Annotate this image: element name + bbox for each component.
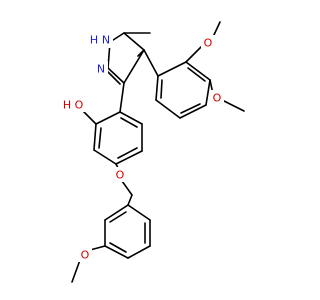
bond	[157, 61, 187, 77]
bond	[71, 259, 81, 283]
bond	[109, 211, 127, 223]
label-methoxy-top: O	[201, 35, 215, 50]
bond	[115, 150, 143, 165]
atom-n-2: N	[97, 63, 105, 76]
atom-o-methoxy-top: O	[204, 37, 213, 50]
bond	[127, 204, 151, 221]
bond	[93, 123, 97, 151]
bond	[127, 194, 133, 206]
bond	[179, 104, 207, 119]
bond	[98, 127, 102, 149]
bond	[160, 79, 163, 99]
bond	[95, 111, 121, 125]
bond	[93, 149, 117, 165]
atom-n-1: N	[102, 34, 110, 47]
bond	[185, 61, 211, 81]
molecule-canvas: H N N H O O O O O	[61, 21, 245, 283]
bond	[137, 49, 145, 57]
bond	[89, 245, 106, 251]
bond	[155, 75, 159, 101]
atom-h-nh: H	[90, 34, 98, 47]
methoxybenzyl-ring	[104, 204, 151, 259]
bond	[127, 245, 151, 259]
bond	[119, 82, 125, 113]
phenol-ring	[93, 111, 143, 165]
bond	[123, 49, 145, 84]
label-nh: H N	[89, 33, 113, 48]
atom-o-methoxy-right: O	[213, 92, 222, 105]
bond	[121, 180, 133, 196]
bond	[155, 99, 181, 119]
bond	[119, 111, 143, 125]
atom-h-oh: H	[63, 99, 71, 112]
bond	[107, 67, 125, 84]
bond	[120, 117, 138, 128]
bond	[123, 32, 145, 51]
bond	[180, 103, 201, 114]
label-oh: H O	[61, 97, 87, 112]
atom-o-ether: O	[116, 169, 125, 182]
bond	[187, 67, 206, 82]
atom-o-oh: O	[75, 99, 84, 112]
label-ether-o: O	[113, 167, 127, 182]
structure-drawing: H N N H O O O O O	[61, 21, 245, 283]
bond	[117, 147, 138, 159]
label-methoxy-bottom: O	[78, 247, 92, 262]
bond	[185, 46, 202, 63]
bond	[104, 245, 129, 259]
label-methoxy-right: O	[210, 90, 224, 105]
bond	[104, 204, 129, 221]
bond	[223, 100, 245, 112]
bond	[109, 242, 127, 253]
bond	[212, 21, 221, 38]
bond	[143, 49, 159, 77]
label-n2: N	[94, 61, 108, 76]
bond	[205, 79, 211, 106]
dimethoxyphenyl-ring	[155, 61, 211, 119]
atom-o-methoxy-bottom: O	[81, 249, 90, 262]
